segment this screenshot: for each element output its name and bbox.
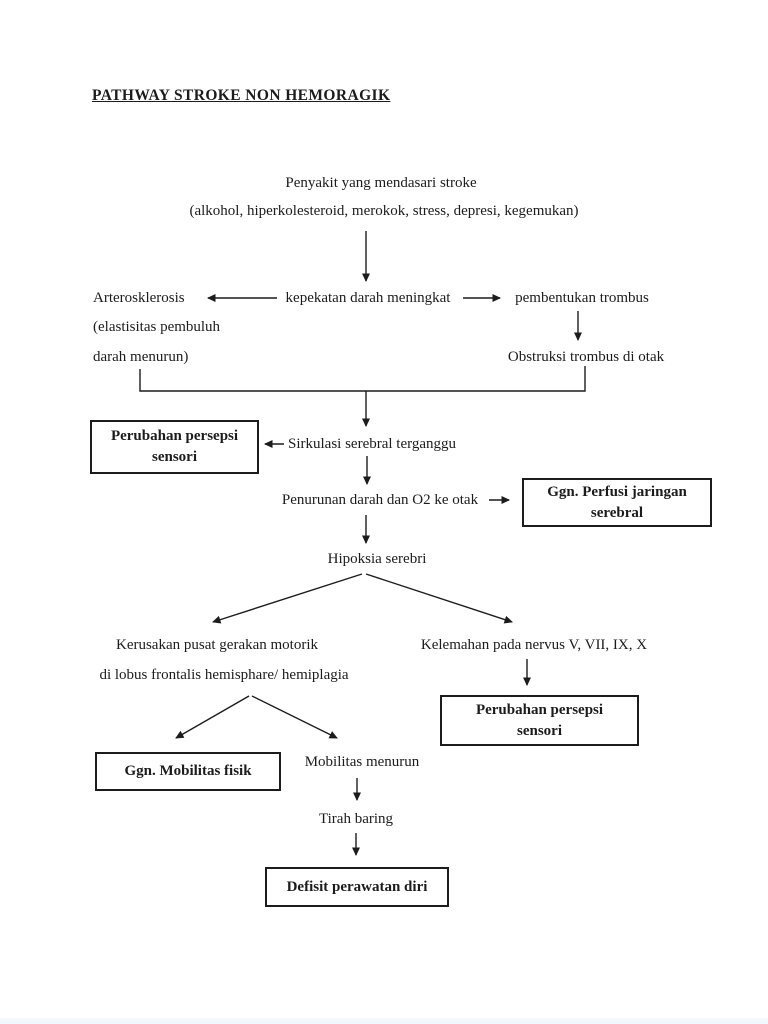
node-tirah-baring: Tirah baring [318,811,394,827]
node-underlying-line1: Penyakit yang mendasari stroke [285,175,477,191]
node-kelemahan-nervus: Kelemahan pada nervus V, VII, IX, X [420,637,648,653]
arrow-hipoksia-to-kelemahan [365,573,513,624]
arrow-kerusakan-to-mobilitas-menurun [251,695,338,739]
node-pembentukan-trombus: pembentukan trombus [515,290,649,306]
node-mobilitas-menurun: Mobilitas menurun [304,754,420,770]
box-perubahan-right-line2: sensori [517,722,562,739]
node-obstruksi-trombus: Obstruksi trombus di otak [507,349,665,365]
node-hipoksia-serebri: Hipoksia serebri [327,551,427,567]
box-defisit-label: Defisit perawatan diri [286,878,428,895]
box-perubahan-persepsi-sensori-left: Perubahan persepsi sensori [90,420,259,474]
node-underlying-line2: (alkohol, hiperkolesteroid, merokok, str… [189,203,579,219]
box-perubahan-right-line1: Perubahan persepsi [475,701,604,718]
page-title: PATHWAY STROKE NON HEMORAGIK [92,87,391,104]
box-perubahan-left-line2: sensori [152,449,197,465]
node-arterosklerosis: Arterosklerosis [93,290,185,306]
node-kerusakan-motorik-line2: di lobus frontalis hemisphare/ hemiplagi… [99,667,349,683]
box-ggn-perfusi-line1: Ggn. Perfusi jaringan [547,483,687,500]
page-bottom-edge [0,1018,768,1024]
node-penurunan-darah-o2: Penurunan darah dan O2 ke otak [281,492,479,508]
box-perubahan-left-line1: Perubahan persepsi [110,428,239,444]
node-arterosklerosis-note-line1: (elastisitas pembuluh [93,319,221,335]
box-perubahan-persepsi-sensori-right: Perubahan persepsi sensori [440,695,639,746]
box-ggn-perfusi-jaringan: Ggn. Perfusi jaringan serebral [522,478,712,527]
connector-merge-line [139,366,586,392]
box-defisit-perawatan-diri: Defisit perawatan diri [265,867,449,907]
arrow-hipoksia-to-kerusakan [212,573,363,624]
node-kerusakan-motorik-line1: Kerusakan pusat gerakan motorik [115,637,319,653]
node-kepekatan-darah: kepekatan darah meningkat [285,290,451,306]
box-ggn-perfusi-line2: serebral [590,504,644,521]
box-ggn-mobilitas-label: Ggn. Mobilitas fisik [124,763,252,779]
box-ggn-mobilitas-fisik: Ggn. Mobilitas fisik [95,752,281,791]
arrow-kerusakan-to-ggn-mobilitas [175,695,250,739]
node-sirkulasi-serebral: Sirkulasi serebral terganggu [288,436,457,452]
node-arterosklerosis-note-line2: darah menurun) [93,349,189,365]
